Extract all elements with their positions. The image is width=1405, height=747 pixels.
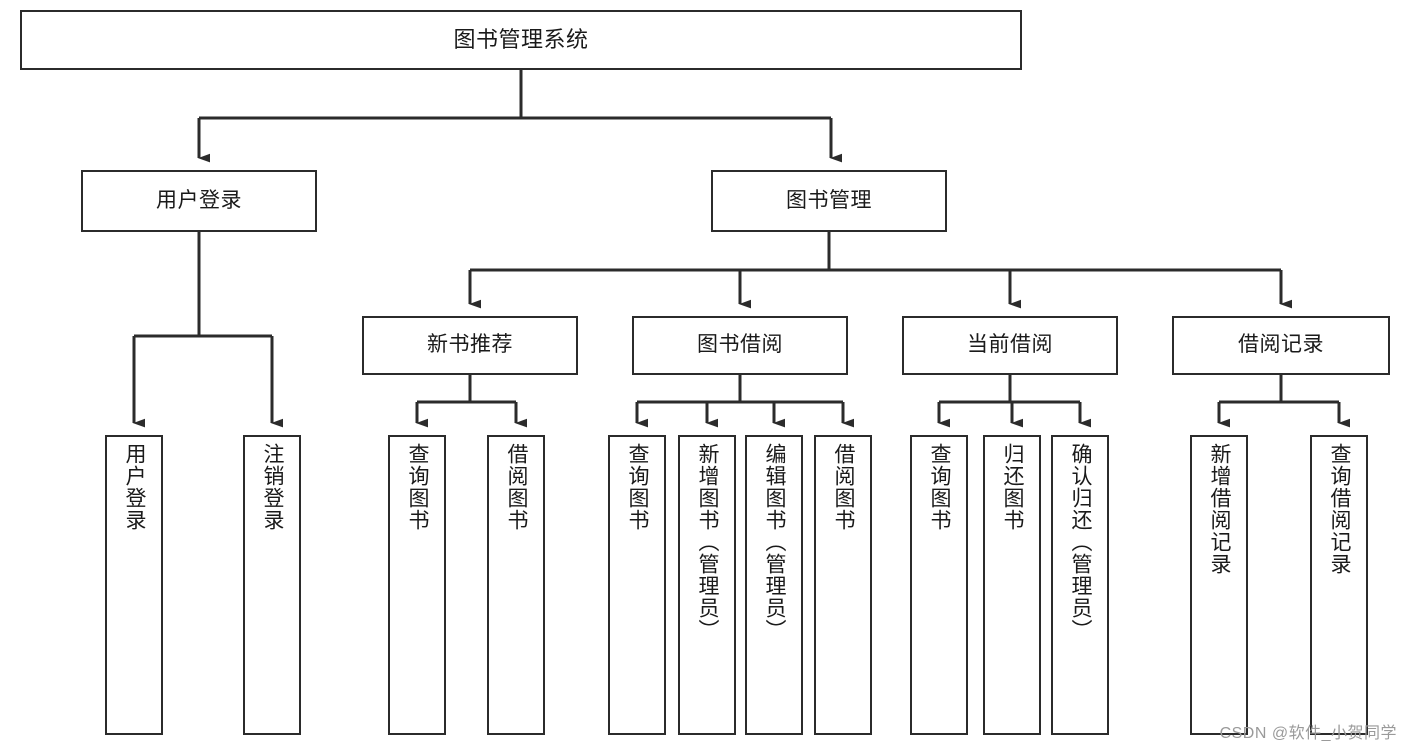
node-label: 新书推荐 <box>427 333 513 357</box>
node-leaf-confirm-return[interactable]: 确认归还（管理员） <box>1051 435 1109 735</box>
node-leaf-query-book-2[interactable]: 查询图书 <box>608 435 666 735</box>
node-leaf-user-login[interactable]: 用户登录 <box>105 435 163 735</box>
node-label: 注销登录 <box>261 443 285 531</box>
node-label: 编辑图书（管理员） <box>763 443 787 641</box>
node-label: 查询图书 <box>626 443 650 531</box>
node-label: 查询图书 <box>406 443 430 531</box>
node-label: 用户登录 <box>156 188 242 212</box>
node-leaf-logout[interactable]: 注销登录 <box>243 435 301 735</box>
node-root[interactable]: 图书管理系统 <box>20 10 1022 70</box>
node-book-borrow[interactable]: 图书借阅 <box>632 316 848 375</box>
node-label: 当前借阅 <box>967 333 1053 357</box>
node-new-book-rec[interactable]: 新书推荐 <box>362 316 578 375</box>
node-label: 图书管理系统 <box>453 27 589 53</box>
node-leaf-add-book[interactable]: 新增图书（管理员） <box>678 435 736 735</box>
node-label: 新增图书（管理员） <box>696 443 720 641</box>
node-leaf-query-book-3[interactable]: 查询图书 <box>910 435 968 735</box>
node-label: 用户登录 <box>123 443 147 531</box>
node-current-borrow[interactable]: 当前借阅 <box>902 316 1118 375</box>
node-leaf-add-record[interactable]: 新增借阅记录 <box>1190 435 1248 735</box>
node-label: 归还图书 <box>1001 443 1025 531</box>
node-label: 确认归还（管理员） <box>1069 443 1093 641</box>
node-user-login[interactable]: 用户登录 <box>81 170 317 232</box>
node-leaf-return-book[interactable]: 归还图书 <box>983 435 1041 735</box>
node-leaf-borrow-book-2[interactable]: 借阅图书 <box>814 435 872 735</box>
node-label: 查询借阅记录 <box>1328 443 1352 575</box>
node-label: 借阅图书 <box>832 443 856 531</box>
node-leaf-query-book-1[interactable]: 查询图书 <box>388 435 446 735</box>
node-leaf-query-record[interactable]: 查询借阅记录 <box>1310 435 1368 735</box>
node-label: 图书管理 <box>786 188 872 212</box>
node-label: 图书借阅 <box>697 333 783 357</box>
node-leaf-borrow-book-1[interactable]: 借阅图书 <box>487 435 545 735</box>
node-label: 借阅记录 <box>1238 333 1324 357</box>
node-label: 新增借阅记录 <box>1208 443 1232 575</box>
node-leaf-edit-book[interactable]: 编辑图书（管理员） <box>745 435 803 735</box>
node-label: 查询图书 <box>928 443 952 531</box>
node-book-manage[interactable]: 图书管理 <box>711 170 947 232</box>
watermark-text: CSDN @软件_小贺同学 <box>1219 725 1397 742</box>
node-label: 借阅图书 <box>505 443 529 531</box>
node-borrow-record[interactable]: 借阅记录 <box>1172 316 1390 375</box>
